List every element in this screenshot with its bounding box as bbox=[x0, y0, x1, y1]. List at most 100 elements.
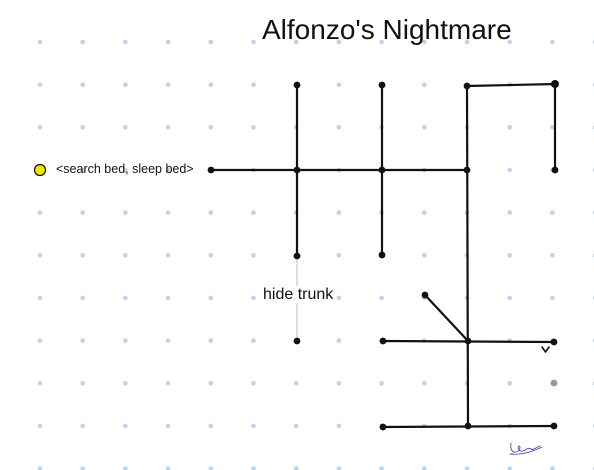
grid-dot bbox=[123, 253, 128, 258]
node[interactable] bbox=[293, 252, 301, 260]
grid-dot bbox=[123, 82, 128, 87]
grid-dot bbox=[123, 125, 128, 130]
grid-dot bbox=[37, 210, 43, 215]
node[interactable] bbox=[464, 422, 472, 430]
grid-dot bbox=[379, 466, 384, 470]
grid-dot bbox=[251, 380, 256, 386]
grid-dot bbox=[251, 39, 256, 45]
grid-dot bbox=[123, 466, 128, 470]
grid-dot bbox=[80, 253, 85, 258]
grid-dot bbox=[507, 210, 512, 215]
grid-dot bbox=[37, 82, 43, 87]
grid-dot bbox=[422, 380, 427, 386]
grid-dot bbox=[336, 423, 342, 429]
grid-dot bbox=[251, 125, 256, 130]
grid-dot bbox=[251, 295, 256, 301]
node[interactable] bbox=[550, 422, 558, 430]
node[interactable] bbox=[463, 82, 471, 90]
grid-dot bbox=[550, 125, 555, 130]
grid-dot bbox=[123, 338, 128, 343]
node[interactable] bbox=[551, 80, 559, 88]
grid-dot bbox=[550, 210, 555, 215]
grid-dot bbox=[251, 423, 256, 429]
grid-dot bbox=[507, 466, 512, 470]
grid-dot bbox=[37, 39, 43, 45]
grid-dot bbox=[80, 167, 85, 173]
grid-dot bbox=[37, 338, 43, 343]
grid-dot bbox=[37, 466, 43, 470]
grid-dot bbox=[507, 125, 512, 130]
grid-dot bbox=[379, 39, 384, 45]
branch-label-hide-trunk: hide trunk bbox=[262, 286, 335, 304]
grid-dot bbox=[251, 253, 256, 258]
grid-dot bbox=[251, 338, 256, 343]
grid-dot bbox=[123, 39, 128, 45]
grid-dot bbox=[422, 39, 427, 45]
node[interactable] bbox=[378, 166, 386, 174]
grid-dot bbox=[336, 466, 342, 470]
start-node-label: <search bed, sleep bed> bbox=[56, 162, 194, 176]
grid-dot bbox=[165, 167, 171, 173]
grid-dot bbox=[208, 82, 214, 87]
node[interactable] bbox=[464, 337, 472, 345]
signature-icon bbox=[509, 442, 543, 455]
chevron-down-icon[interactable] bbox=[541, 346, 550, 353]
grid-dot bbox=[336, 295, 342, 301]
grid-dot bbox=[550, 295, 555, 301]
grid-dot bbox=[336, 380, 342, 386]
node[interactable] bbox=[378, 81, 386, 89]
grid-dot bbox=[507, 167, 512, 173]
grid-dot bbox=[336, 82, 342, 87]
node[interactable] bbox=[293, 166, 301, 174]
diagonal-branch bbox=[423, 293, 470, 343]
grid-dot bbox=[165, 210, 171, 215]
node[interactable] bbox=[551, 166, 559, 174]
grid-dot bbox=[208, 210, 214, 215]
grid-dot bbox=[507, 253, 512, 258]
grid-dot bbox=[165, 295, 171, 301]
grid-dot bbox=[165, 380, 171, 386]
grid-dot bbox=[37, 125, 43, 130]
grid-dot bbox=[37, 295, 43, 301]
node[interactable] bbox=[379, 337, 387, 345]
grid-dot bbox=[251, 466, 256, 470]
grid-dot bbox=[507, 380, 512, 386]
grid-dot bbox=[208, 423, 214, 429]
grid-dot bbox=[80, 338, 85, 343]
grid-dot bbox=[37, 423, 43, 429]
inactive-node[interactable] bbox=[550, 379, 558, 387]
grid-dots bbox=[37, 39, 594, 470]
path-nodes bbox=[207, 80, 559, 431]
node[interactable] bbox=[379, 423, 387, 431]
grid-dot bbox=[550, 253, 555, 258]
grid-dot bbox=[165, 125, 171, 130]
grid-dot bbox=[208, 125, 214, 130]
node[interactable] bbox=[207, 166, 215, 174]
node[interactable] bbox=[550, 338, 558, 346]
node[interactable] bbox=[293, 81, 301, 89]
grid-dot bbox=[80, 295, 85, 301]
grid-dot bbox=[123, 210, 128, 215]
grid-dot bbox=[123, 423, 128, 429]
node[interactable] bbox=[378, 251, 386, 259]
grid-dot bbox=[293, 466, 299, 470]
grid-dot bbox=[165, 423, 171, 429]
grid-dot bbox=[80, 210, 85, 215]
grid-dot bbox=[208, 466, 214, 470]
node[interactable] bbox=[463, 166, 471, 174]
grid-dot bbox=[165, 82, 171, 87]
grid-dot bbox=[422, 466, 427, 470]
grid-dot bbox=[123, 295, 128, 301]
grid-dot bbox=[208, 295, 214, 301]
node[interactable] bbox=[421, 291, 429, 299]
grid-dot bbox=[37, 380, 43, 386]
grid-dot bbox=[80, 423, 85, 429]
start-node-icon[interactable] bbox=[33, 163, 47, 177]
node[interactable] bbox=[293, 337, 301, 345]
grid-dot bbox=[379, 295, 384, 301]
grid-dot bbox=[336, 338, 342, 343]
grid-dot bbox=[80, 82, 85, 87]
grid-dot bbox=[550, 39, 555, 45]
grid-dot bbox=[422, 210, 427, 215]
